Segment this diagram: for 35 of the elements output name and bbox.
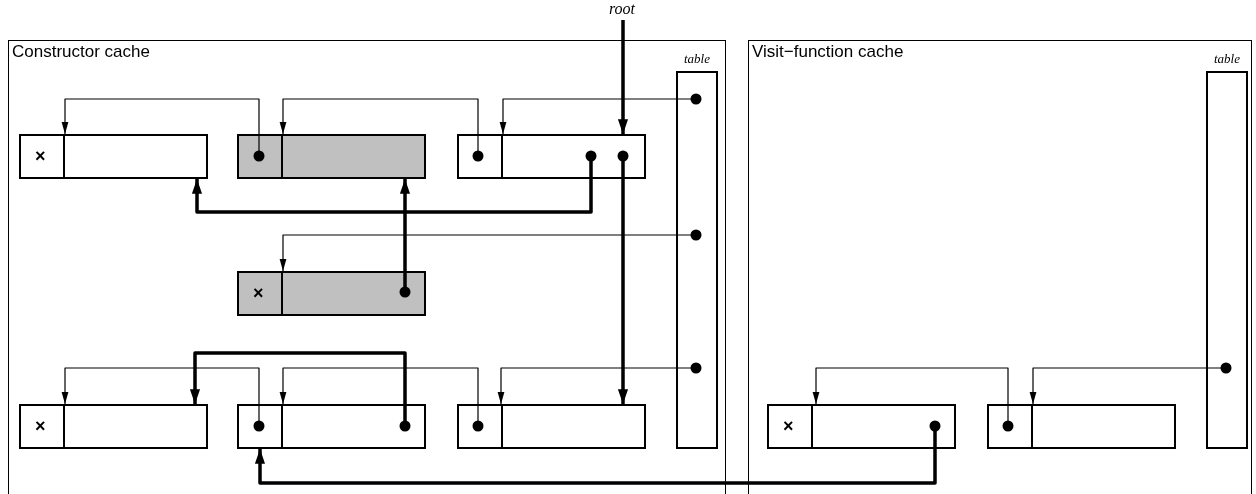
pointer-arrow (617, 20, 629, 134)
record-box (19, 134, 208, 179)
record-box (237, 134, 426, 179)
null-mark: × (35, 417, 46, 435)
record-box (457, 134, 646, 179)
panel-title: Constructor cache (12, 42, 150, 62)
record-box (987, 404, 1176, 449)
record-box (767, 404, 956, 449)
pointer-arrow (279, 367, 484, 432)
record-box (237, 271, 426, 316)
null-mark: × (35, 147, 46, 165)
pointer-arrow (191, 150, 597, 214)
table-label: table (683, 51, 711, 67)
pointer-arrow (1029, 362, 1232, 405)
record-box (457, 404, 646, 449)
pointer-arrow (617, 150, 629, 404)
pointer-arrow (279, 229, 702, 272)
pointer-arrow (254, 420, 941, 485)
null-mark: × (253, 284, 264, 302)
record-box (19, 404, 208, 449)
pointer-arrow (499, 93, 702, 135)
pointer-arrow (189, 351, 411, 432)
pointer-arrow (61, 98, 265, 162)
panel-title: Visit−function cache (752, 42, 904, 62)
null-mark: × (783, 417, 794, 435)
cache-panel (748, 40, 1252, 494)
pointer-arrow (279, 98, 484, 162)
record-box (237, 404, 426, 449)
pointer-arrow (497, 362, 702, 405)
pointer-label: root (600, 0, 644, 18)
pointer-arrow (61, 367, 265, 432)
pointer-arrow (399, 179, 411, 298)
pointer-arrow (812, 367, 1014, 432)
table-label: table (1213, 51, 1241, 67)
cache-panel (8, 40, 726, 494)
